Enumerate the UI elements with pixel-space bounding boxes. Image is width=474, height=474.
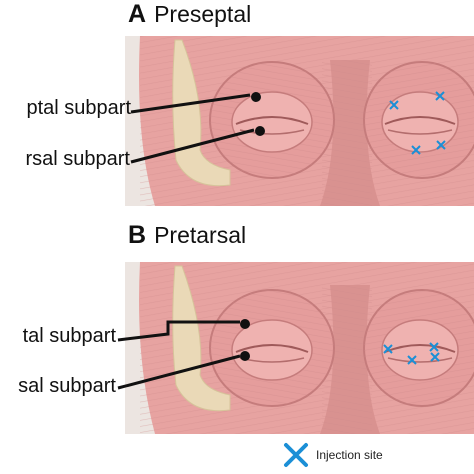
panel-a-upper-label: ptal subpart — [26, 97, 131, 119]
panel-b-letter: B — [128, 221, 147, 249]
panel-a-injection-sites — [389, 91, 446, 155]
panel-b-lower-label: sal subpart — [18, 375, 116, 397]
panel-a-lower-label: rsal subpart — [25, 148, 131, 170]
panel-a-face — [125, 36, 474, 206]
panel-b-leader-lines — [117, 319, 250, 390]
panel-b-right-eye — [363, 289, 474, 407]
panel-a-right-eye — [363, 61, 474, 179]
panel-b-upper-label: tal subpart — [22, 325, 116, 347]
panel-b-name: Pretarsal — [154, 222, 247, 248]
panel-b-injection-sites — [383, 342, 440, 365]
panel-a-letter: A — [128, 0, 147, 28]
panel-b-face — [117, 262, 474, 434]
x-mark-icon — [284, 443, 308, 467]
legend-label: Injection site — [316, 448, 383, 462]
panel-a-leader-lines — [130, 92, 265, 164]
panel-a-name: Preseptal — [154, 1, 252, 27]
panel-b-title: B Pretarsal — [128, 221, 246, 250]
panel-a-left-eye — [209, 61, 335, 179]
panel-b-left-eye — [209, 289, 335, 407]
panel-a-title: A Preseptal — [128, 0, 251, 29]
